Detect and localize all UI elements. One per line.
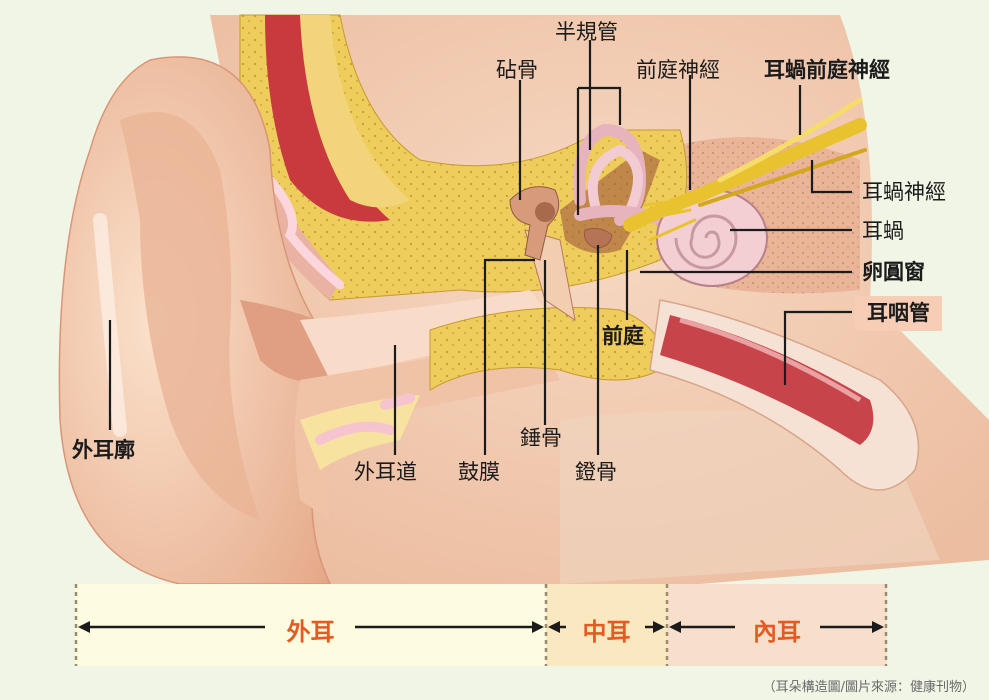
label-incus: 砧骨 (496, 58, 538, 82)
label-oval-window: 卵圓窗 (862, 260, 925, 284)
label-cochlea: 耳蝸 (862, 219, 904, 243)
label-stapes: 鐙骨 (575, 460, 617, 484)
leader-eustachian (783, 310, 852, 385)
label-semicircular-canals: 半規管 (555, 20, 618, 44)
nerve-bundle-shape (623, 97, 867, 242)
label-vestibulocochlear-nerve: 耳蝸前庭神經 (764, 58, 890, 82)
region-bar (74, 584, 888, 666)
region-middle-ear: 中耳 (546, 584, 667, 666)
region-outer-ear: 外耳 (75, 584, 546, 666)
leader-lines (108, 40, 852, 455)
label-vestibular-nerve: 前庭神經 (636, 58, 720, 82)
label-eustachian-tube: 耳咽管 (855, 296, 942, 331)
auricle-shape (58, 56, 350, 585)
leader-eardrum (483, 258, 535, 455)
region-middle-bg (546, 584, 667, 666)
leader-semicircular (576, 40, 622, 215)
eustachian-tube-shape (649, 299, 920, 491)
region-inner-bg (667, 584, 887, 666)
label-cochlear-nerve: 耳蝸神經 (862, 180, 946, 204)
label-vestibule: 前庭 (602, 324, 644, 348)
label-malleus: 錘骨 (520, 426, 562, 450)
region-outer-bg (75, 584, 546, 666)
image-caption: （耳朵構造圖/圖片來源：健康刊物） (762, 680, 975, 695)
region-inner-ear-label: 內耳 (753, 618, 801, 646)
label-auricle: 外耳廓 (72, 438, 135, 462)
label-ear-canal: 外耳道 (354, 460, 417, 484)
label-eardrum: 鼓膜 (458, 460, 500, 484)
region-outer-ear-label: 外耳 (286, 618, 335, 646)
region-middle-ear-label: 中耳 (582, 618, 631, 646)
region-inner-ear: 內耳 (667, 584, 887, 666)
leader-cochlear-nerve (810, 160, 852, 194)
